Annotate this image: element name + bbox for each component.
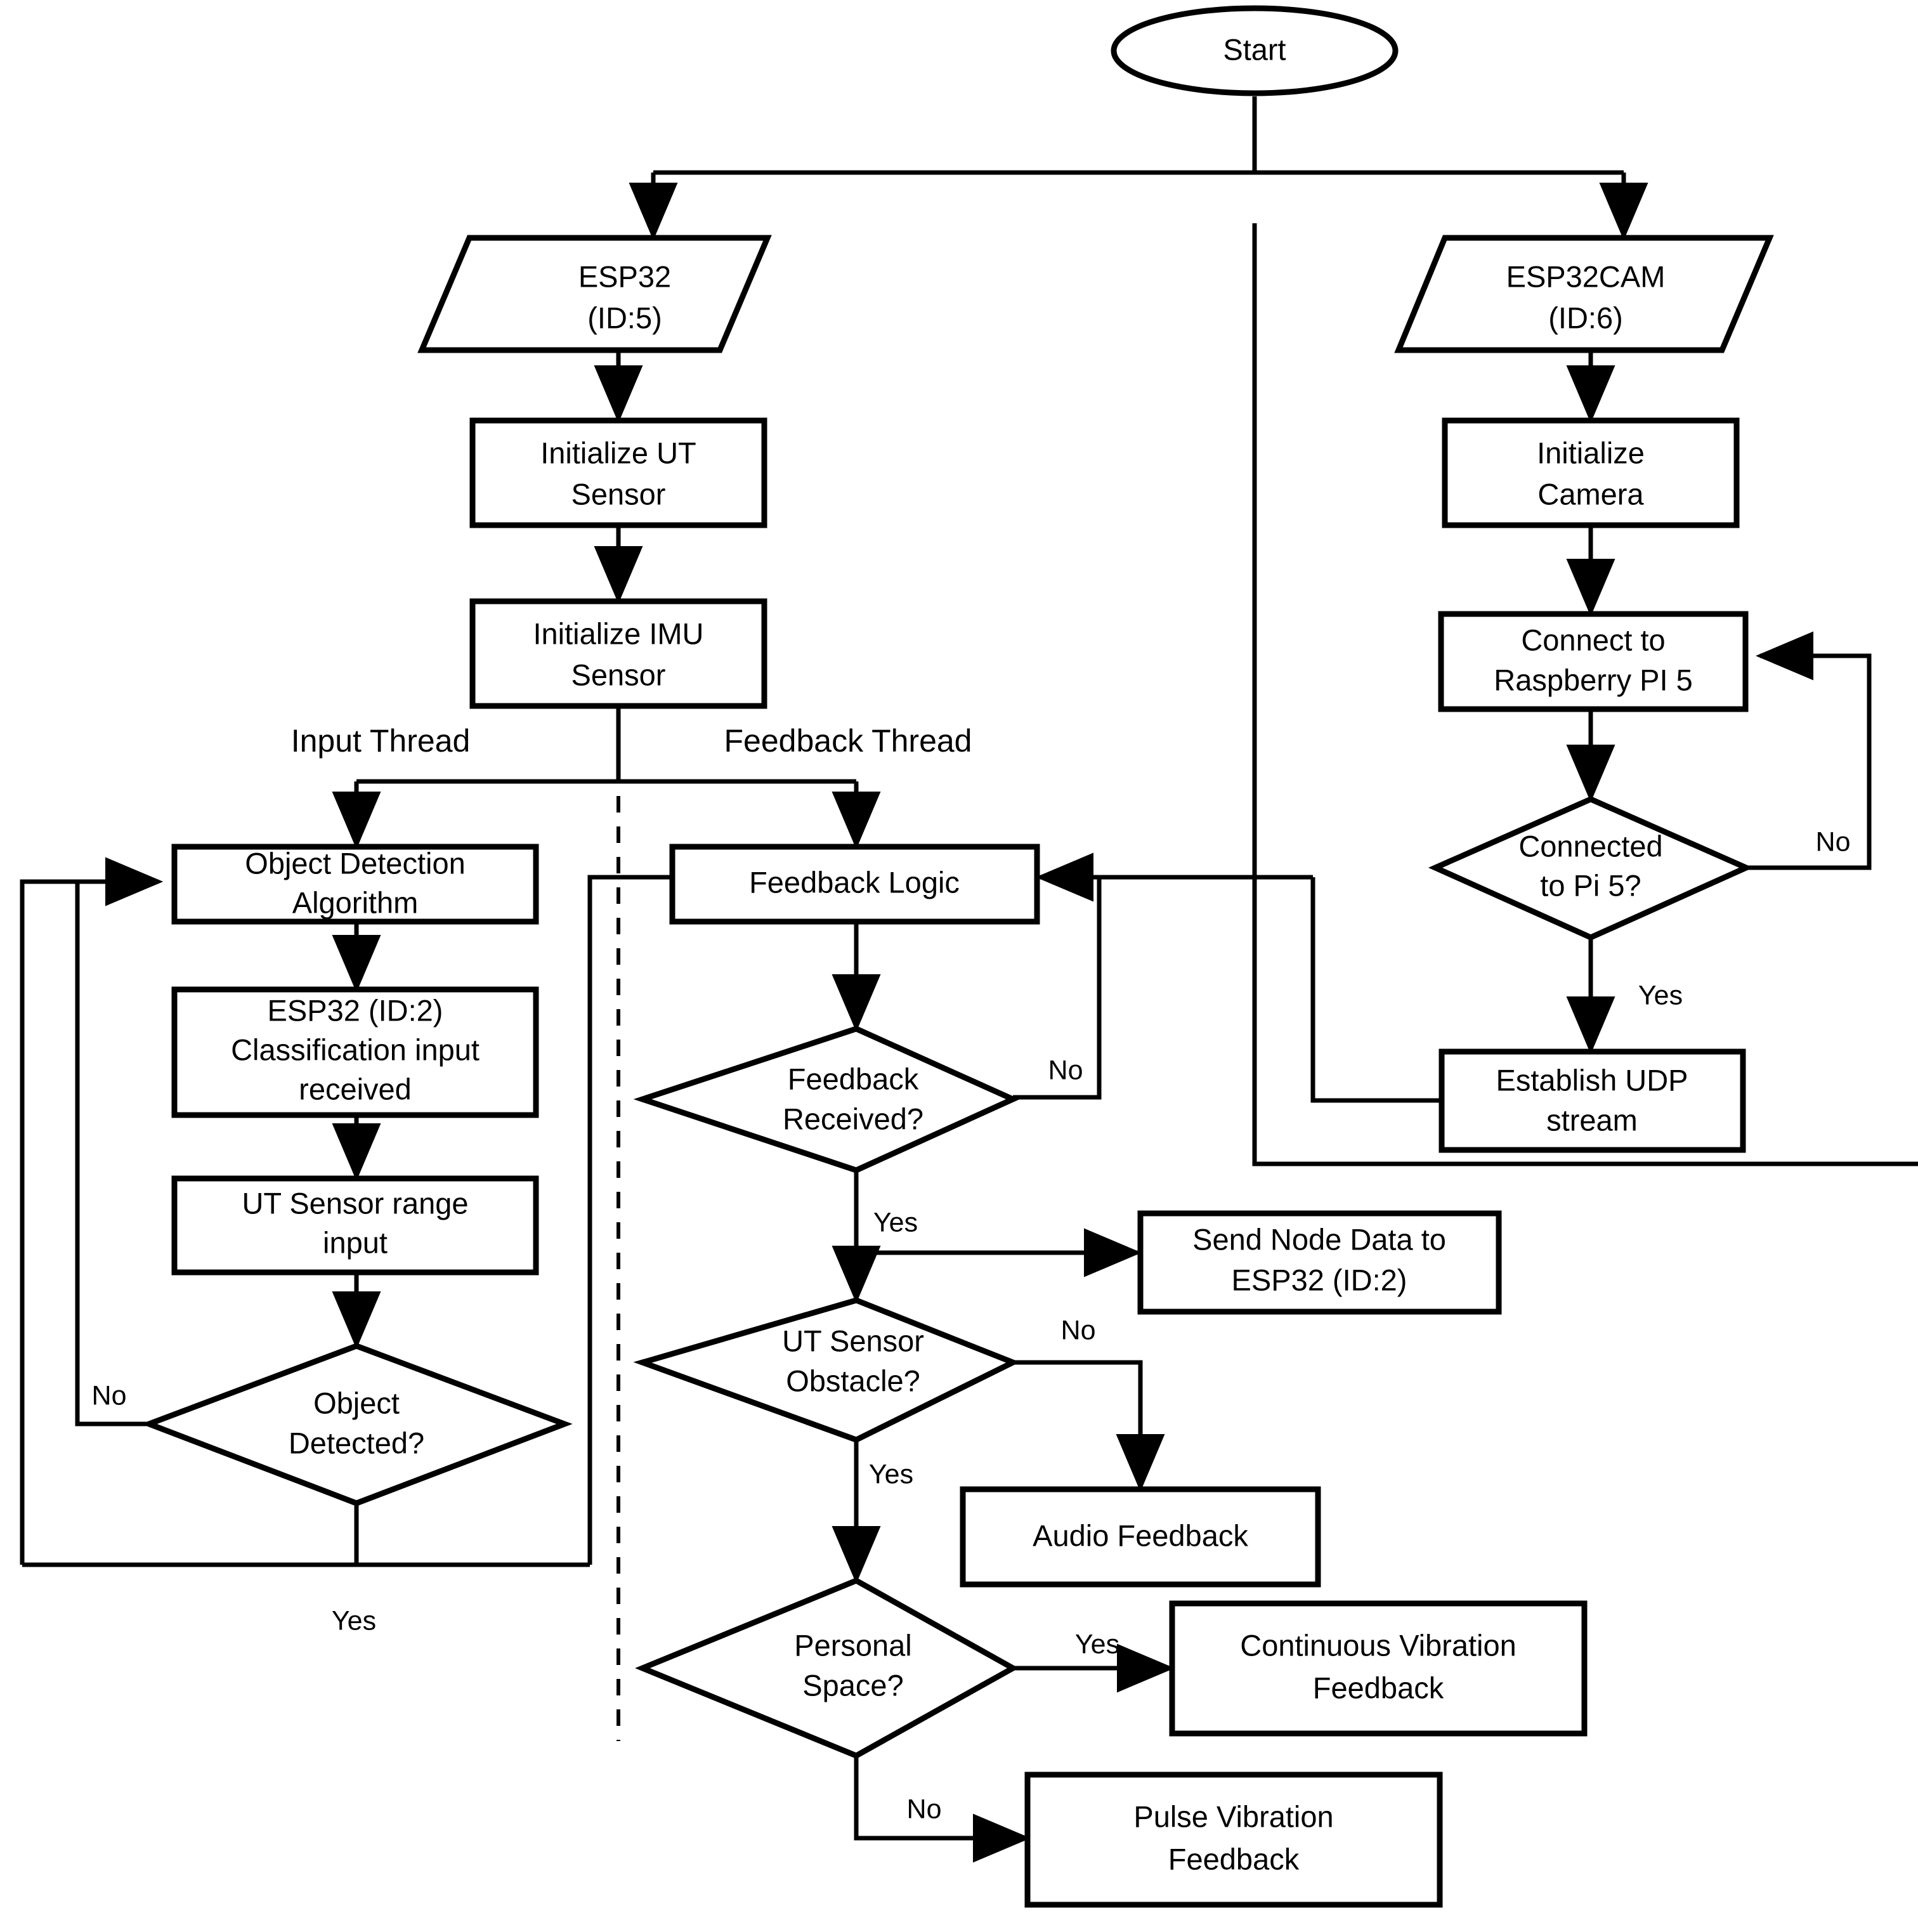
node-feedback-logic[interactable] [669,844,1040,925]
node-personal-space-line2: Space? [802,1668,903,1702]
node-pulse-vib-line2: Feedback [1168,1842,1300,1876]
node-init-ut-line1: Initialize UT [540,436,696,469]
node-init-camera-line2: Camera [1537,477,1644,511]
node-object-detected-decision[interactable] [141,1343,573,1506]
edge-udp-to-feedback-bus [1310,877,1442,1103]
node-feedback-received-decision[interactable] [633,1026,1020,1173]
edge-udp-return-trunk [1252,223,1918,1166]
node-establish-udp[interactable] [1438,1048,1746,1153]
node-ut-obstacle-line2: Obstacle? [786,1364,920,1397]
label-ut-obstacle-yes: Yes [869,1459,913,1489]
label-personal-space-no: No [907,1794,942,1824]
node-ut-obstacle-line1: UT Sensor [782,1324,924,1357]
edge-connected-no-loop [1746,631,1872,870]
node-connect-pi[interactable] [1438,611,1749,712]
node-init-ut[interactable] [469,417,767,528]
node-ut-obstacle-decision[interactable] [633,1297,1021,1443]
node-send-node-data[interactable] [1137,1210,1502,1315]
node-send-node-line1: Send Node Data to [1192,1222,1446,1256]
node-feedback-received-line1: Feedback [788,1062,919,1095]
node-esp32-line2: (ID:5) [587,301,662,334]
edge-object-detected-no-loop [75,857,219,1426]
label-feedback-received-yes: Yes [873,1207,918,1237]
node-object-detected-line2: Detected? [289,1426,424,1459]
node-classification-line1: ESP32 (ID:2) [268,993,443,1027]
label-personal-space-yes: Yes [1075,1629,1119,1659]
node-init-camera-line1: Initialize [1537,436,1645,469]
label-connected-pi-no: No [1816,826,1851,857]
node-esp32-line1: ESP32 [578,259,671,293]
node-feedback-received-line2: Received? [783,1102,923,1135]
node-start[interactable] [1111,5,1399,96]
node-establish-udp-line1: Establish UDP [1496,1063,1688,1097]
node-personal-space-line1: Personal [794,1628,912,1662]
node-connected-pi-decision[interactable] [1428,796,1754,941]
edge-object-detected-yes-to-feedback-logic [587,852,734,1565]
node-continuous-vibration[interactable] [1169,1600,1588,1737]
node-connect-pi-line2: Raspberry PI 5 [1494,663,1692,696]
node-audio-feedback[interactable] [960,1486,1321,1588]
node-continuous-vib-line1: Continuous Vibration [1240,1628,1516,1662]
node-connect-pi-line1: Connect to [1521,623,1665,656]
label-feedback-thread: Feedback Thread [724,723,972,759]
node-esp32[interactable] [417,235,772,353]
node-esp32cam[interactable] [1394,235,1774,353]
node-object-detection-line1: Object Detection [245,846,465,880]
edge-feedback-received-no-loop [1013,852,1102,1100]
node-init-imu-line2: Sensor [571,658,666,691]
label-connected-pi-yes: Yes [1638,980,1683,1010]
node-ut-range-input[interactable] [171,1175,539,1276]
node-continuous-vib-line2: Feedback [1313,1671,1444,1704]
label-ut-obstacle-no: No [1061,1315,1096,1345]
node-classification-line3: received [299,1072,412,1106]
node-init-ut-line2: Sensor [571,477,666,511]
edge-object-detected-yes-outer-loop [20,857,163,1565]
label-object-detected-no: No [92,1380,127,1411]
node-object-detected-line1: Object [313,1386,400,1420]
label-feedback-received-no: No [1048,1055,1083,1085]
node-establish-udp-line2: stream [1546,1103,1638,1137]
node-init-imu[interactable] [469,598,767,709]
node-start-label: Start [1223,32,1286,66]
node-init-camera[interactable] [1442,417,1740,528]
node-esp32cam-line1: ESP32CAM [1506,259,1666,293]
node-feedback-logic-line1: Feedback Logic [749,865,960,899]
node-classification-input[interactable] [171,986,539,1118]
node-esp32cam-line2: (ID:6) [1548,301,1623,334]
node-connected-pi-line1: Connected [1518,829,1662,863]
node-pulse-vib-line1: Pulse Vibration [1133,1799,1333,1833]
node-send-node-line2: ESP32 (ID:2) [1232,1263,1407,1296]
node-classification-line2: Classification input [231,1033,480,1066]
node-pulse-vibration[interactable] [1024,1772,1443,1908]
node-object-detection[interactable] [171,844,539,925]
node-audio-feedback-line1: Audio Feedback [1033,1518,1248,1552]
node-init-imu-line1: Initialize IMU [533,617,703,650]
label-object-detected-yes: Yes [332,1605,376,1636]
label-input-thread: Input Thread [291,723,471,759]
edge-personal-space-no [854,1756,1031,1863]
node-connected-pi-line2: to Pi 5? [1540,868,1641,902]
node-ut-range-line1: UT Sensor range [242,1186,468,1220]
node-object-detection-line2: Algorithm [292,885,419,919]
edge-ut-obstacle-no-to-audio [1013,1360,1165,1492]
node-personal-space-decision[interactable] [635,1577,1019,1759]
node-ut-range-line2: input [323,1225,388,1259]
